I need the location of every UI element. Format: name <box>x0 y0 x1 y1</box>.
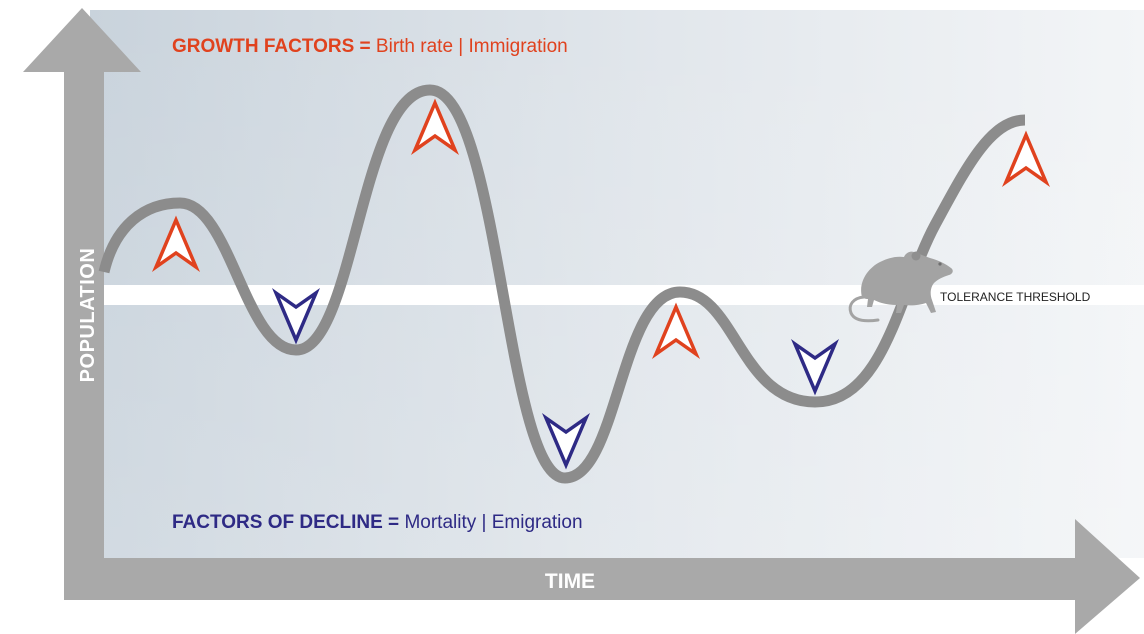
growth-arrow-4 <box>1001 130 1051 187</box>
rat-icon <box>848 251 953 323</box>
decline-factors-items: Mortality | Emigration <box>404 512 582 533</box>
decline-factors-separator: = <box>383 512 405 533</box>
growth-arrow-3 <box>651 302 701 359</box>
decline-factors-text: FACTORS OF DECLINE = Mortality | Emigrat… <box>172 512 583 533</box>
y-axis-arrow <box>23 8 141 562</box>
population-curve <box>98 84 1026 484</box>
decline-arrow-1 <box>271 288 321 345</box>
growth-factors-heading: GROWTH FACTORS <box>172 36 354 57</box>
x-axis-arrow <box>64 519 1140 634</box>
growth-arrow-2 <box>410 98 460 155</box>
growth-factors-items: Birth rate | Immigration <box>376 36 568 57</box>
y-axis-label: POPULATION <box>77 248 99 383</box>
direction-markers <box>151 98 1051 470</box>
growth-factors-text: GROWTH FACTORS = Birth rate | Immigratio… <box>172 36 568 57</box>
decline-factors-heading: FACTORS OF DECLINE <box>172 512 383 533</box>
decline-arrow-2 <box>541 413 591 470</box>
growth-factors-separator: = <box>354 36 376 57</box>
background-panel-overlay <box>90 10 1144 558</box>
x-axis-label: TIME <box>545 570 595 593</box>
growth-arrow-1 <box>151 215 201 272</box>
decline-arrow-3 <box>790 339 840 396</box>
tolerance-threshold-label: TOLERANCE THRESHOLD <box>940 290 1091 304</box>
